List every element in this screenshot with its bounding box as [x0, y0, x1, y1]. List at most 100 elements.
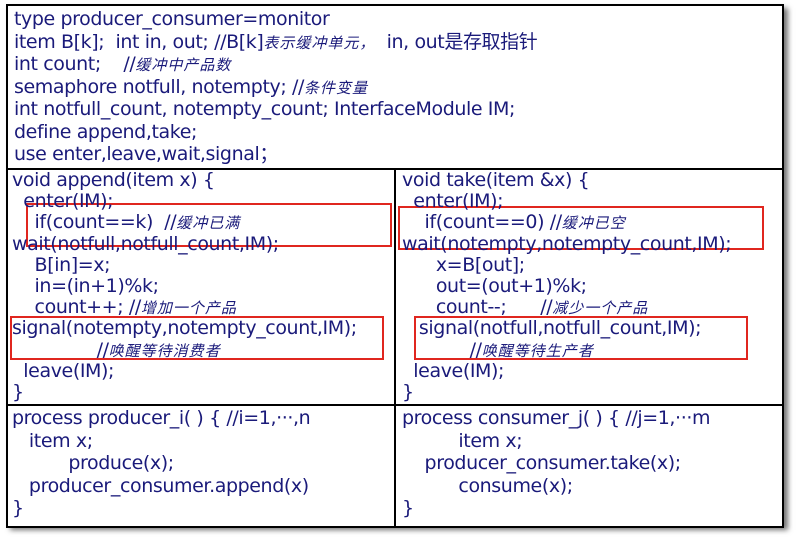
code-text: wait(notempty,notempty_count,IM); — [402, 232, 732, 255]
code-text: enter(IM); — [12, 190, 114, 213]
producer-code-line: process producer_i( ) { //i=1,···,n — [12, 407, 311, 429]
code-text: produce(x); — [12, 452, 174, 474]
consumer-code-line: producer_consumer.take(x); — [402, 452, 682, 474]
append-code-line: enter(IM); — [12, 191, 113, 211]
comment-text: 条件变量 — [304, 78, 369, 97]
append-procedure-cell: void append(item x) { enter(IM); if(coun… — [6, 168, 396, 406]
take-code-line: wait(notempty,notempty_count,IM); — [402, 232, 732, 255]
code-text: if(count==0) // — [402, 211, 563, 234]
take-code-line: count--; //减少一个产品 — [402, 297, 648, 318]
append-code-line: wait(notfull,notfull_count,IM); — [12, 234, 279, 254]
declaration-line: semaphore notfull, notempty; //条件变量 — [14, 77, 368, 98]
take-code-line: out=(out+1)%k; — [402, 276, 587, 296]
code-text: consume(x); — [402, 474, 573, 497]
code-text: signal(notfull,notfull_count,IM); — [402, 317, 702, 340]
code-text: process consumer_j( ) { //j=1,···m — [402, 407, 711, 429]
code-text: producer_consumer.take(x); — [402, 452, 682, 474]
code-text: count--; // — [402, 296, 553, 319]
producer-code-line: item x; — [12, 431, 93, 451]
producer-code-line: producer_consumer.append(x) — [12, 476, 309, 496]
take-code-line: signal(notfull,notfull_count,IM); — [402, 317, 702, 340]
code-text: void take(item &x) { — [402, 169, 590, 191]
declaration-line: define append,take; — [14, 122, 197, 142]
code-text: void append(item x) { — [12, 169, 215, 191]
code-text: semaphore notfull, notempty; // — [14, 75, 304, 98]
code-text: } — [402, 381, 414, 403]
consumer-process-cell: process consumer_j( ) { //j=1,···m item … — [394, 404, 784, 528]
take-code-line: enter(IM); — [402, 191, 503, 211]
code-text: signal(notempty,notempty_count,IM); — [12, 317, 357, 340]
comment-text: 减少一个产品 — [552, 299, 649, 318]
comment-text: 唤醒等待生产者 — [481, 341, 594, 360]
producer-code-line: produce(x); — [12, 453, 174, 473]
code-text: B[in]=x; — [12, 253, 111, 276]
comment-text: 增加一个产品 — [140, 299, 237, 318]
code-text: // — [402, 338, 482, 361]
code-text: type producer_consumer=monitor — [14, 8, 330, 30]
code-text: int notfull_count, notempty_count; Inter… — [14, 98, 516, 120]
signal-highlight-box — [414, 316, 748, 360]
take-lines: void take(item &x) { enter(IM); if(count… — [396, 170, 782, 404]
code-text: // — [12, 338, 109, 361]
code-text: int count; // — [14, 53, 136, 75]
producer-code-line: } — [12, 498, 24, 518]
code-text: } — [402, 497, 414, 519]
append-code-line: //唤醒等待消费者 — [12, 340, 221, 361]
comment-text: 缓冲已满 — [176, 214, 241, 233]
code-text: leave(IM); — [12, 359, 115, 382]
code-text: item x; — [402, 429, 523, 452]
append-code-line: B[in]=x; — [12, 253, 111, 276]
producer-process-cell: process producer_i( ) { //i=1,···,n item… — [6, 404, 396, 528]
wait-highlight-box — [26, 203, 392, 247]
consumer-code-line: item x; — [402, 431, 522, 451]
code-text: process producer_i( ) { //i=1,···,n — [12, 407, 311, 429]
code-text: item B[k]; int in, out; //B[k] — [14, 30, 264, 53]
code-text: x=B[out]; — [402, 253, 525, 276]
append-code-line: } — [12, 382, 24, 402]
declaration-line: int notfull_count, notempty_count; Inter… — [14, 99, 515, 119]
consumer-code-line: } — [402, 498, 414, 518]
code-text: in=(in+1)%k; — [12, 275, 159, 297]
code-text: if(count==k) // — [12, 211, 177, 234]
code-text: item x; — [12, 429, 93, 452]
take-code-line: //唤醒等待生产者 — [402, 340, 594, 361]
declaration-line: type producer_consumer=monitor — [14, 8, 330, 30]
append-lines: void append(item x) { enter(IM); if(coun… — [8, 170, 394, 404]
code-text: out=(out+1)%k; — [402, 275, 587, 297]
comment-text: 表示缓冲单元， — [263, 33, 376, 52]
code-text: } — [12, 497, 24, 519]
code-text: leave(IM); — [402, 359, 505, 382]
code-text: enter(IM); — [402, 190, 504, 213]
producer-lines: process producer_i( ) { //i=1,···,n item… — [8, 406, 394, 526]
consumer-code-line: process consumer_j( ) { //j=1,···m — [402, 408, 710, 428]
comment-text: 唤醒等待消费者 — [108, 341, 221, 360]
take-code-line: } — [402, 382, 414, 402]
append-code-line: if(count==k) //缓冲已满 — [12, 212, 240, 233]
declaration-line: item B[k]; int in, out; //B[k]表示缓冲单元， in… — [14, 30, 538, 53]
take-code-line: x=B[out]; — [402, 255, 525, 275]
signal-highlight-box — [10, 316, 384, 360]
comment-text: 缓冲已空 — [561, 214, 626, 233]
consumer-lines: process consumer_j( ) { //j=1,···m item … — [396, 406, 782, 526]
code-text: wait(notfull,notfull_count,IM); — [12, 232, 279, 255]
code-text: producer_consumer.append(x) — [12, 474, 309, 497]
code-text: count++; // — [12, 296, 142, 319]
declaration-line: use enter,leave,wait,signal； — [14, 144, 278, 164]
append-code-line: in=(in+1)%k; — [12, 276, 159, 296]
code-text: define append,take; — [14, 120, 197, 143]
consumer-code-line: consume(x); — [402, 476, 573, 496]
take-code-line: void take(item &x) { — [402, 169, 590, 191]
code-text: in, out是存取指针 — [375, 30, 538, 53]
wait-highlight-box — [398, 206, 764, 250]
comment-text: 缓冲中产品数 — [135, 56, 232, 74]
code-text: use enter,leave,wait,signal； — [14, 143, 278, 165]
append-code-line: void append(item x) { — [12, 170, 215, 190]
code-text: } — [12, 381, 24, 403]
take-code-line: if(count==0) //缓冲已空 — [402, 212, 626, 233]
take-procedure-cell: void take(item &x) { enter(IM); if(count… — [394, 168, 784, 406]
append-code-line: count++; //增加一个产品 — [12, 297, 237, 318]
